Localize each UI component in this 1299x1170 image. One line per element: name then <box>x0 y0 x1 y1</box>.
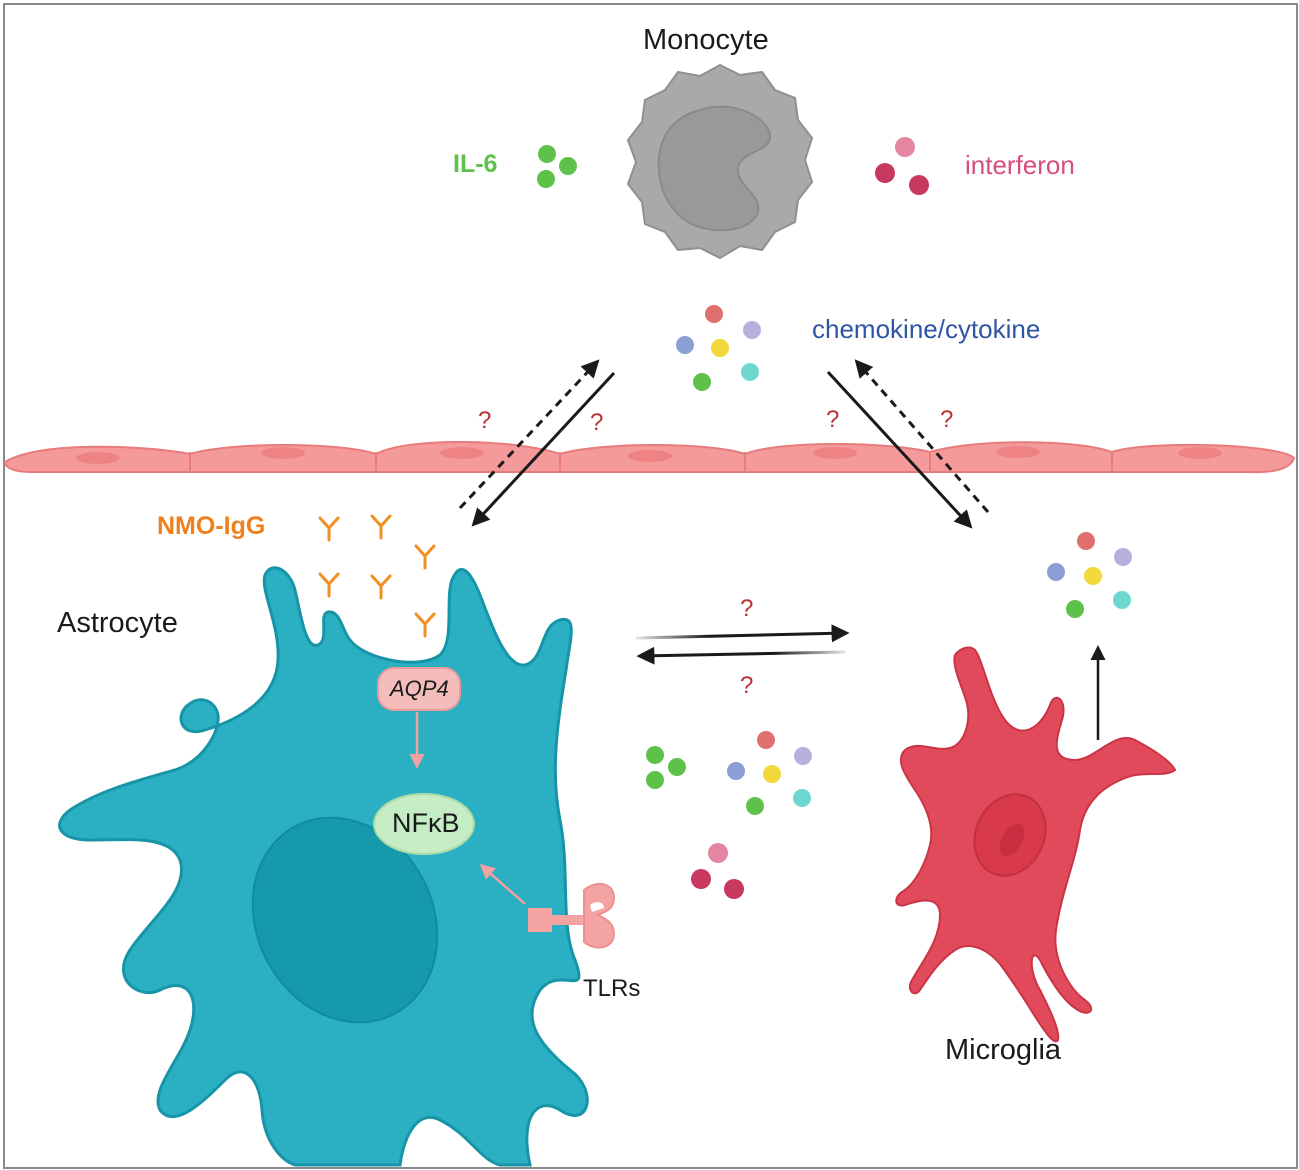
chemokine-label: chemokine/cytokine <box>812 314 1041 344</box>
il6-molecules <box>537 145 577 188</box>
chemokine-cluster-microglia <box>1047 532 1132 618</box>
question-mark-micro-to-astro: ? <box>740 672 754 699</box>
question-mark-endothelium-1: ? <box>478 407 492 434</box>
arrow-microglia-to-astrocyte <box>636 646 847 665</box>
tlr-receptor <box>528 882 616 949</box>
arrow-monocyte-to-microglia <box>826 370 973 529</box>
endothelium-layer <box>3 441 1296 474</box>
arrow-tlr-to-nfkb <box>479 864 526 905</box>
question-mark-endothelium-3: ? <box>826 406 840 433</box>
question-mark-astro-to-micro: ? <box>740 595 754 622</box>
nmo-igg-antibodies <box>318 514 436 638</box>
question-mark-endothelium-4: ? <box>940 406 954 433</box>
interferon-molecules <box>875 137 929 195</box>
nmo-igg-label: NMO-IgG <box>157 512 266 540</box>
monocyte-cell <box>626 63 814 260</box>
astrocyte-cell <box>58 566 589 1167</box>
aqp4-channel <box>377 667 461 711</box>
question-mark-endothelium-2: ? <box>590 409 604 436</box>
arrow-astrocyte-to-monocyte-dashed <box>458 359 600 510</box>
microglia-label: Microglia <box>945 1034 1062 1066</box>
monocyte-label: Monocyte <box>643 24 769 56</box>
interferon-label: interferon <box>965 150 1075 180</box>
astrocyte-label: Astrocyte <box>57 607 178 639</box>
arrow-monocyte-to-astrocyte <box>471 371 616 527</box>
microglia-cell <box>895 646 1177 1043</box>
nfkb-label: NFκB <box>392 808 460 838</box>
tlrs-label: TLRs <box>583 975 641 1002</box>
chemokine-cluster-top <box>676 305 761 391</box>
interferon-molecules-middle <box>691 843 744 899</box>
arrow-astrocyte-to-microglia <box>635 624 850 643</box>
il6-molecules-middle <box>646 746 686 789</box>
aqp4-label: AQP4 <box>390 676 449 701</box>
chemokine-cluster-middle <box>727 731 812 815</box>
il6-label: IL-6 <box>453 150 498 178</box>
nfkb-complex <box>373 793 475 855</box>
arrow-microglia-to-monocyte-dashed <box>854 359 990 513</box>
